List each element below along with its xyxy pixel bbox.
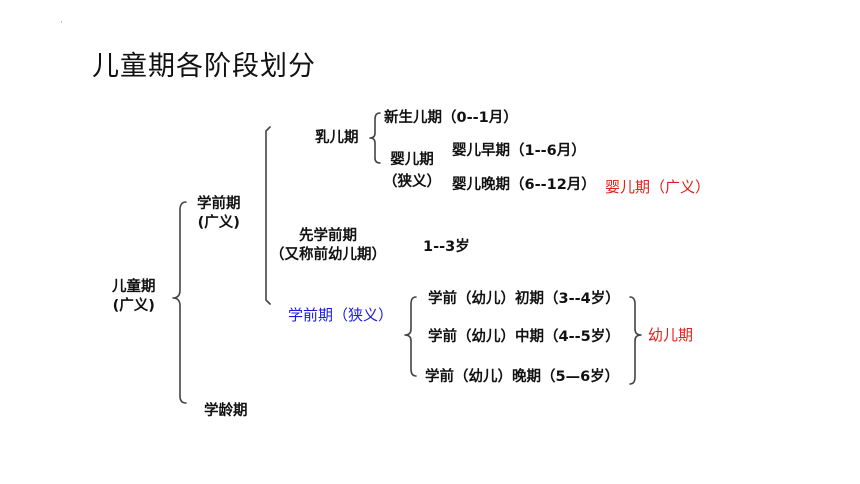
brace-preschool-narrow [404, 296, 417, 377]
node-preschool-mid: 学前（幼儿）中期（4--5岁） [428, 329, 620, 345]
label-young-child: 幼儿期 [648, 326, 694, 344]
node-preschool-narrow: 学前期（狭义） [288, 306, 394, 324]
page-title: 儿童期各阶段划分 [92, 51, 316, 82]
bracket-preschool-broad [265, 126, 271, 305]
node-preschool-late: 学前（幼儿）晚期（5—6岁） [425, 369, 620, 385]
node-baby-early: 婴儿早期（1--6月） [452, 143, 586, 159]
node-newborn: 新生儿期（0--1月） [384, 110, 518, 126]
node-childhood: 儿童期 (广义) [112, 279, 156, 314]
brace-young-child [629, 296, 642, 385]
brace-infancy [369, 112, 381, 164]
node-infancy: 乳儿期 [315, 130, 359, 146]
node-baby-late: 婴儿晚期（6--12月） [452, 177, 596, 193]
node-preschool-broad: 学前期 (广义) [197, 196, 241, 231]
brace-root [172, 201, 187, 404]
label-pre-preschool-age: 1--3岁 [423, 239, 470, 255]
label-baby-broad: 婴儿期（广义） [605, 178, 711, 196]
corner-dot: · [60, 18, 63, 28]
node-preschool-early: 学前（幼儿）初期（3--4岁） [428, 291, 620, 307]
node-baby-narrow: 婴儿期 （狭义） [383, 152, 441, 190]
node-pre-preschool: 先学前期 （又称前幼儿期） [270, 228, 386, 263]
node-school-age: 学龄期 [204, 403, 248, 419]
